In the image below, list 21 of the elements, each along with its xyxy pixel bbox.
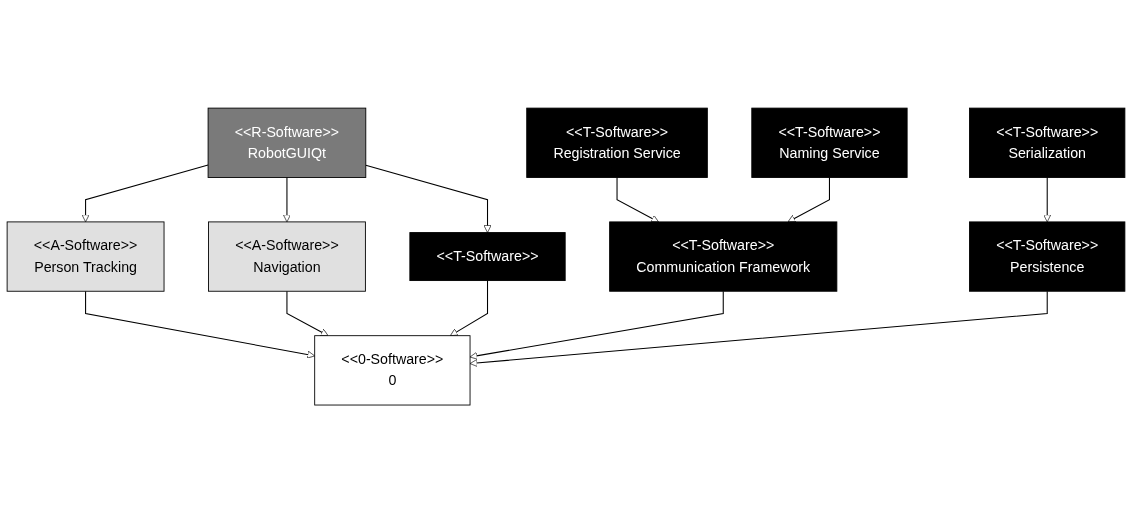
arrow [365, 164, 492, 233]
node-box: <<T-Software>> Registration Service [526, 107, 708, 178]
arrow [469, 290, 1048, 367]
node-box: <<A-Software>> Person Tracking [6, 221, 165, 292]
arrow [1043, 176, 1052, 223]
node-box: <<0-Software>> 0 [314, 335, 471, 406]
arrow [616, 176, 659, 223]
arrow [787, 176, 830, 223]
arrow [286, 290, 329, 336]
node-box: <<A-Software>> Navigation [208, 221, 366, 292]
arrow [81, 164, 209, 223]
arrow [469, 290, 724, 360]
node-box: <<T-Software>> Communication Framework [609, 221, 838, 292]
node-box: <<R-Software>> RobotGUIQt [207, 107, 367, 178]
node-box: <<T-Software>> Serialization [969, 107, 1126, 178]
node-box: <<T-Software>> Persistence [969, 221, 1126, 292]
arrow [450, 279, 489, 336]
node-box: <<T-Software>> Naming Service [751, 107, 908, 178]
arrow [85, 290, 316, 359]
node-box: <<T-Software>> [409, 232, 566, 281]
arrow [283, 176, 291, 223]
